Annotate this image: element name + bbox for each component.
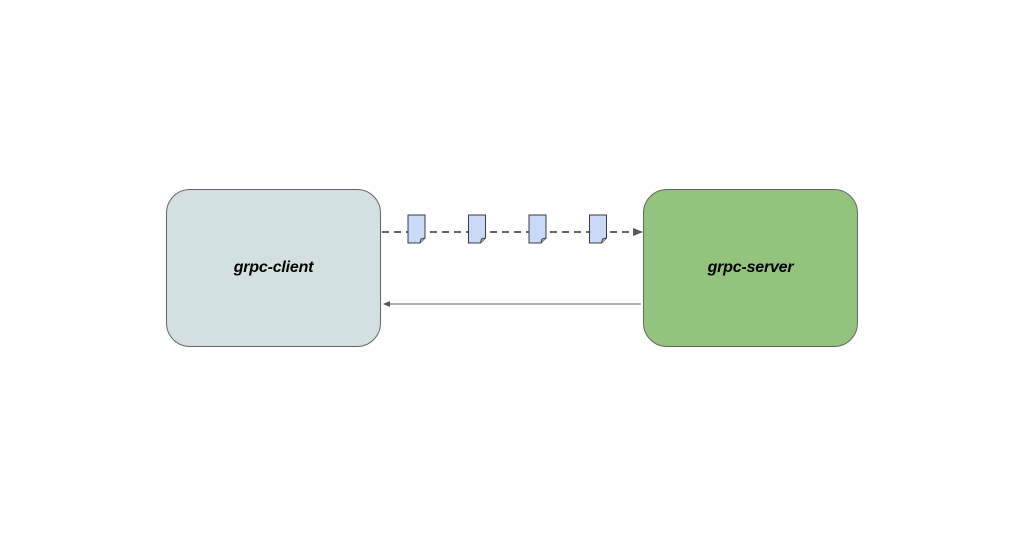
grpc-server-node: grpc-server [643, 189, 858, 347]
message-document-icon [407, 214, 426, 244]
message-document-icon [589, 214, 607, 244]
message-document-icon [468, 214, 486, 244]
grpc-client-label: grpc-client [233, 259, 314, 276]
grpc-client-node: grpc-client [166, 189, 381, 347]
message-document-icon [528, 214, 547, 244]
grpc-server-label: grpc-server [707, 259, 794, 276]
stream-messages [407, 214, 607, 244]
